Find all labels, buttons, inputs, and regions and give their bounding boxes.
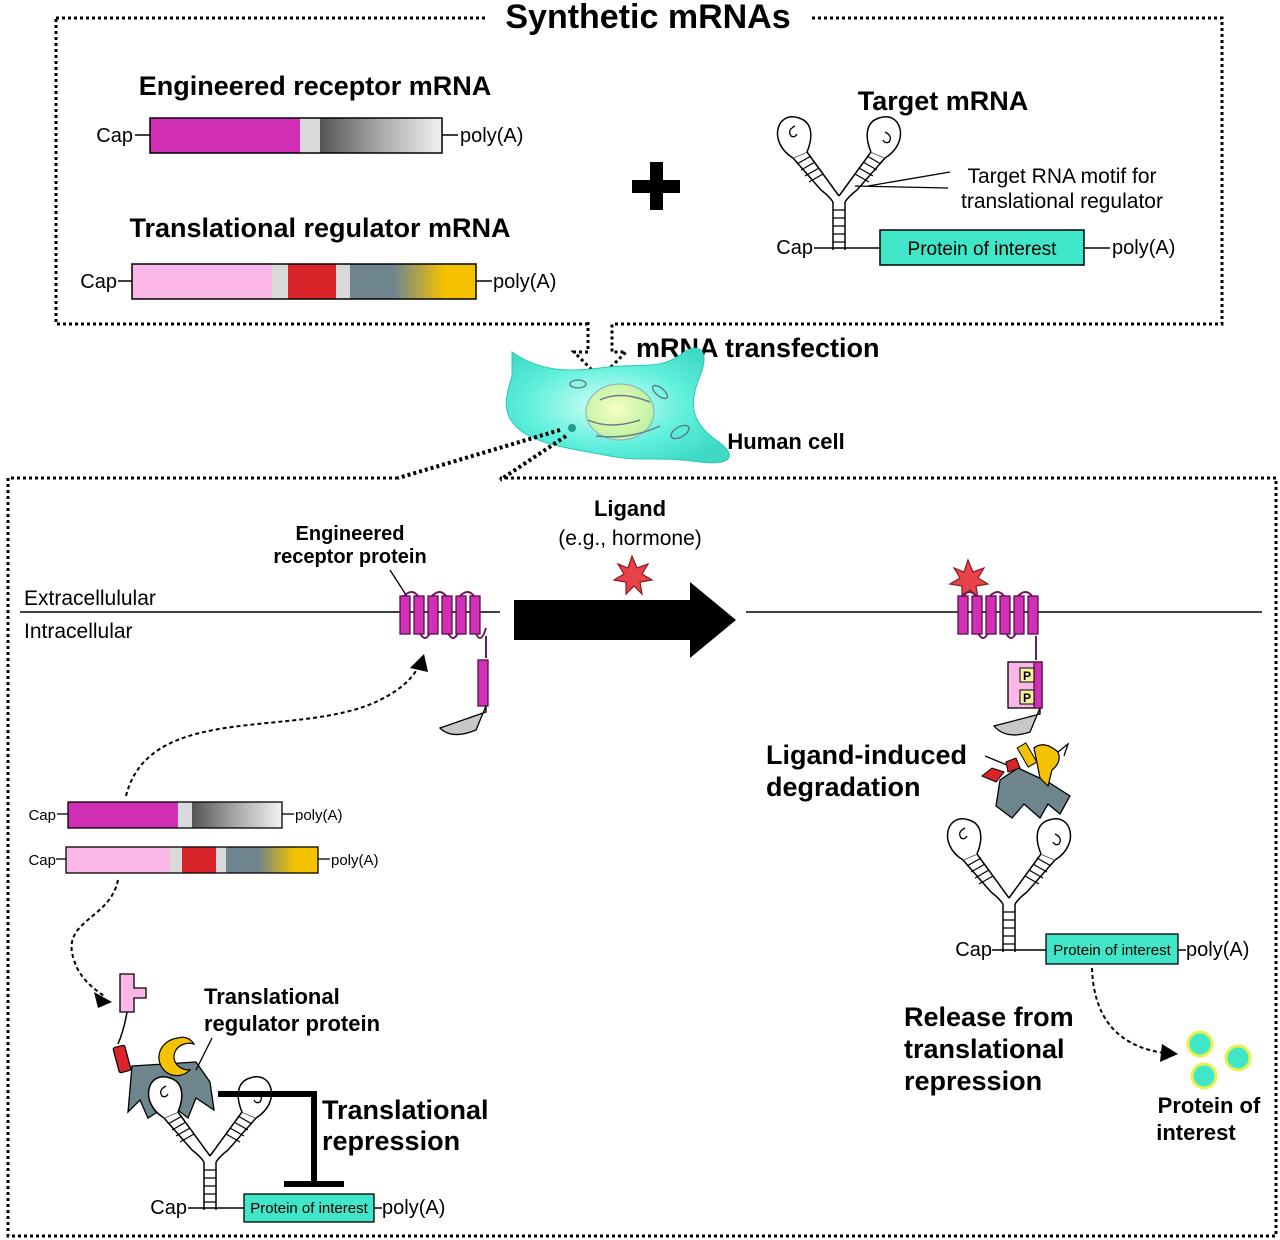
polya-label: poly(A) [331, 852, 379, 869]
human-cell-illustration [505, 347, 730, 464]
target-motif-label-2: translational regulator [961, 190, 1163, 213]
release-label-1: Release from [904, 1002, 1074, 1032]
translational-regulator-protein-label-1: Translational [204, 984, 340, 1009]
ligand-label: Ligand [594, 496, 666, 521]
ligand-activation-arrow [514, 582, 736, 658]
repression-bar-line [218, 1091, 317, 1182]
release-arrowhead [1160, 1044, 1178, 1062]
regulator-translation-arrowhead [94, 992, 112, 1008]
engineered-receptor-protein-label-1: Engineered [296, 523, 405, 545]
cap-label: Cap [28, 807, 56, 824]
motif-pointer-line [854, 185, 949, 189]
engineered-receptor-mrna-construct: Cap poly(A) [96, 117, 523, 154]
phospho-label: P [1023, 669, 1031, 683]
small-regulator-mrna: Cap poly(A) [28, 846, 379, 874]
translational-regulator-mrna-label: Translational regulator mRNA [129, 213, 510, 243]
engineered-receptor-mrna-label: Engineered receptor mRNA [139, 71, 492, 101]
cell-interior-box [6, 476, 1278, 1238]
human-cell-label: Human cell [727, 429, 844, 454]
synthetic-mrnas-title: Synthetic mRNAs [505, 0, 790, 36]
target-motif-label-1: Target RNA motif for [967, 165, 1156, 188]
polya-label: poly(A) [295, 807, 343, 824]
cap-label: Cap [955, 939, 992, 961]
cap-label: Cap [96, 125, 133, 147]
polya-label: poly(A) [1112, 237, 1175, 259]
receptor-protein-active: P P [948, 558, 1043, 736]
protein-of-interest-label-1: Protein of [1158, 1093, 1261, 1118]
cap-label: Cap [28, 852, 56, 869]
polya-label: poly(A) [1186, 939, 1249, 961]
title-backing [488, 0, 812, 38]
motif-pointer-line [867, 171, 951, 187]
polya-label: poly(A) [382, 1197, 445, 1219]
release-dotted-arrow [1091, 967, 1173, 1055]
plus-icon [632, 162, 680, 210]
receptor-protein-inactive [399, 591, 489, 736]
release-label-3: repression [904, 1066, 1042, 1096]
polya-label: poly(A) [460, 125, 523, 147]
small-receptor-mrna: Cap poly(A) [28, 801, 343, 829]
translational-repression-label-1: Translational [322, 1095, 489, 1125]
degraded-regulator-fragments [981, 742, 1071, 820]
receptor-pointer-line [389, 569, 409, 599]
cap-label: Cap [776, 237, 813, 259]
ligand-example-label: (e.g., hormone) [558, 527, 702, 550]
bound-ligand-star-icon [948, 558, 990, 600]
released-target-stem-loop [946, 817, 1072, 953]
released-target-mrna-construct: Cap Protein of interest poly(A) [955, 933, 1249, 965]
protein-of-interest-label-2: interest [1156, 1120, 1236, 1145]
polya-label: poly(A) [493, 271, 556, 293]
ligand-induced-degradation-label-1: Ligand-induced [766, 740, 967, 770]
engineered-receptor-protein-label-2: receptor protein [273, 546, 426, 568]
zoom-connector-right [498, 434, 568, 482]
protein-of-interest-label: Protein of interest [1053, 942, 1171, 959]
repressed-target-mrna-construct: Cap Protein of interest poly(A) [150, 1193, 445, 1223]
regulator-pointer-line [195, 1037, 213, 1071]
receptor-translation-arrow [125, 663, 421, 797]
mrna-transfection-label: mRNA transfection [636, 333, 880, 363]
extracellular-label: Extracellulular [24, 587, 156, 610]
cap-label: Cap [80, 271, 117, 293]
target-mrna-label: Target mRNA [858, 86, 1029, 116]
translational-regulator-protein-label-2: regulator protein [204, 1011, 380, 1036]
intracellular-label: Intracellular [24, 620, 133, 643]
protein-of-interest-icons [1186, 1030, 1252, 1090]
translational-repression-label-2: repression [322, 1126, 460, 1156]
translational-regulator-mrna-construct: Cap poly(A) [80, 263, 556, 300]
target-mrna-construct: Cap Protein of interest poly(A) [776, 229, 1175, 266]
protein-of-interest-label: Protein of interest [908, 239, 1058, 260]
ligand-induced-degradation-label-2: degradation [766, 772, 921, 802]
phospho-label: P [1023, 691, 1031, 705]
release-label-2: translational [904, 1034, 1065, 1064]
cap-label: Cap [150, 1197, 187, 1219]
protein-of-interest-label: Protein of interest [250, 1200, 368, 1217]
receptor-translation-arrowhead [410, 654, 428, 672]
ligand-star-icon [612, 554, 654, 596]
regulator-translation-arrow [70, 879, 119, 997]
zoom-connector-left [397, 428, 561, 480]
